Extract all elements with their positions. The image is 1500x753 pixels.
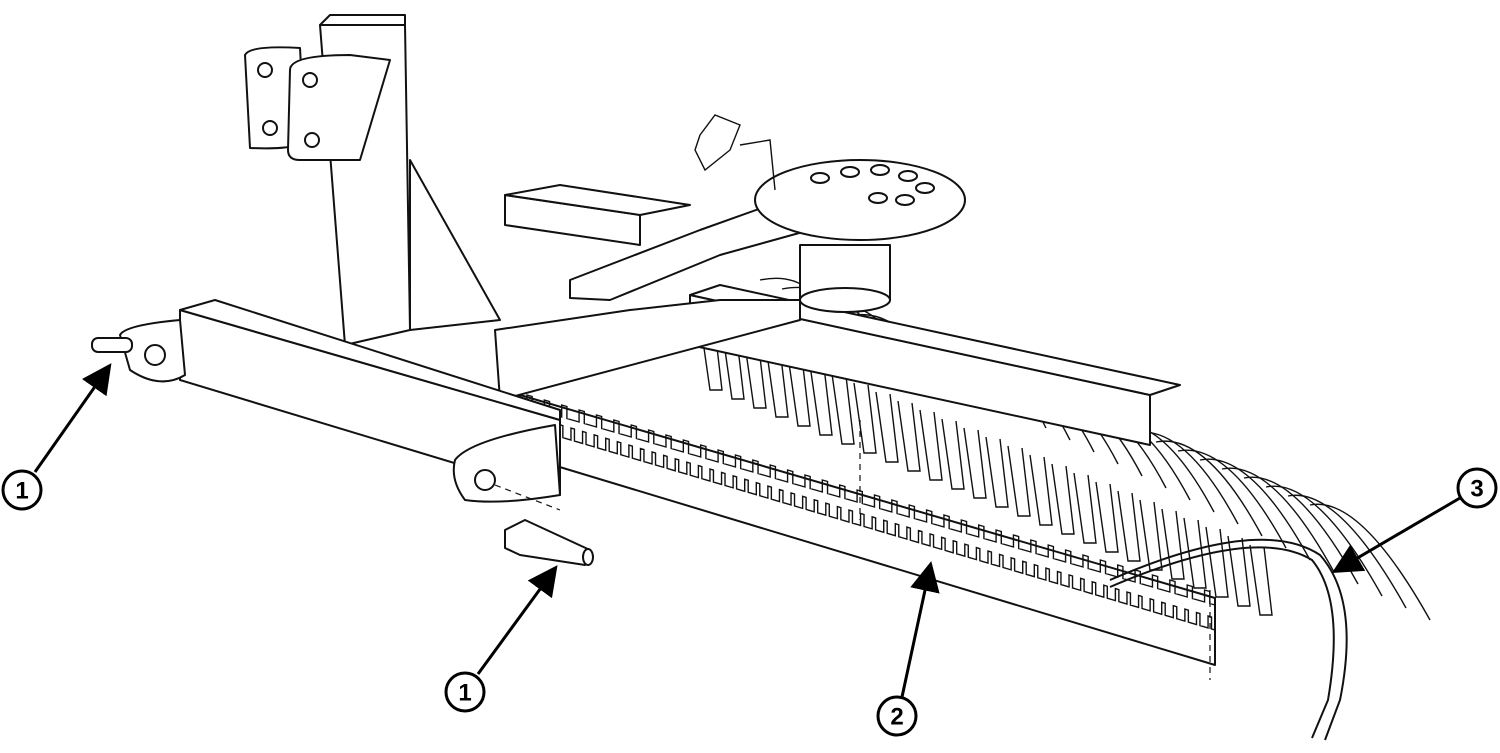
callout-1-left: 1 [1, 363, 112, 511]
callout-label: 1 [15, 478, 28, 505]
tine [1095, 440, 1263, 553]
callout-2: 2 [876, 561, 940, 737]
mast-hole [262, 120, 278, 136]
upper-frame [494, 114, 966, 401]
plate-hole [915, 182, 935, 194]
hitch-mast [244, 14, 501, 346]
plate-hole [898, 170, 918, 182]
callout-label: 1 [458, 680, 471, 707]
tine [1205, 485, 1383, 598]
rake-bar [519, 394, 1216, 680]
replacement-tine [1109, 538, 1348, 741]
tine [1161, 467, 1335, 580]
plate-hole [868, 192, 888, 204]
mast-hole [302, 72, 318, 88]
tine [1227, 494, 1407, 609]
lower-tube [119, 299, 561, 511]
mast-hole [257, 62, 273, 78]
callout-3: 3 [1331, 467, 1498, 574]
tine [1249, 503, 1431, 621]
hitch-pin-right [504, 519, 594, 566]
tine [1073, 431, 1239, 544]
plate-hole [810, 172, 830, 184]
plate-hole [840, 166, 860, 178]
mast-hole [304, 132, 320, 148]
callout-1-bottom: 1 [444, 565, 558, 713]
plate-hole [895, 194, 915, 206]
callout-label: 2 [890, 704, 903, 731]
hitch-pin-left [91, 337, 133, 353]
tine [1139, 458, 1311, 571]
callout-label: 3 [1470, 476, 1483, 503]
tine [1117, 449, 1287, 562]
plate-hole [870, 164, 890, 176]
